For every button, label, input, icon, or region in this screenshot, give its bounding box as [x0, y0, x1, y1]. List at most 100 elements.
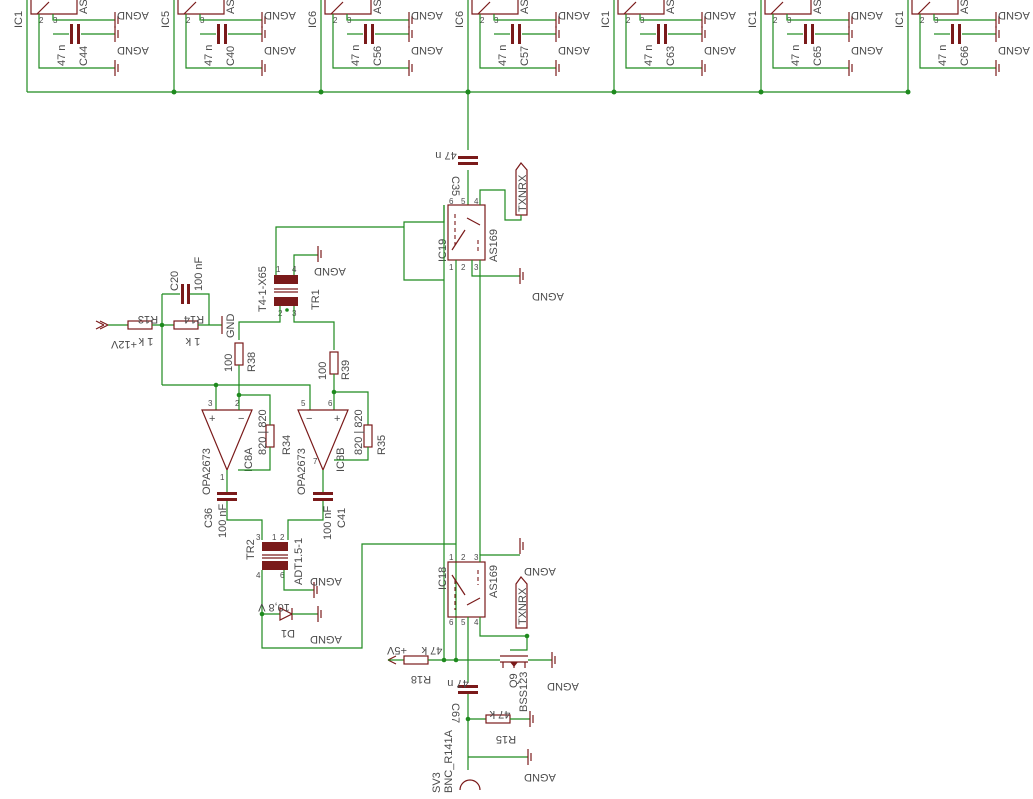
agnd-label: AGND: [264, 9, 296, 21]
agnd-symbol: AGND: [471, 260, 564, 302]
opamp-ic8b: − + 5 6 7 OPA2673 IC8B: [296, 399, 349, 495]
top-switch-contact: [36, 1, 50, 15]
svg-text:6: 6: [328, 399, 333, 408]
top-capacitor-plate: [657, 24, 660, 44]
top-capacitor-value: 47 n: [937, 45, 949, 66]
top-ic-as-label: AS: [519, 0, 531, 14]
top-capacitor-plate: [364, 24, 367, 44]
c35-value: 47 n: [435, 149, 456, 161]
top-capacitor-label: C57: [519, 46, 531, 66]
r34-value: 820 | 820: [257, 409, 269, 455]
top-capacitor-plate: [70, 24, 73, 44]
svg-text:AGND: AGND: [524, 565, 556, 577]
top-switch-body: [471, 0, 519, 15]
top-capacitor-plate: [811, 24, 814, 44]
top-switch-contact: [917, 1, 931, 15]
svg-text:2: 2: [461, 553, 466, 562]
bus-junction: [611, 89, 617, 95]
txnrx-top-label: TXNRX: [517, 174, 529, 212]
svg-text:4: 4: [474, 618, 479, 627]
c20-label: C20: [169, 271, 181, 291]
agnd-label: AGND: [704, 44, 736, 56]
resistor-r15: 47 k R15: [465, 708, 534, 745]
top-capacitor-label: C66: [959, 46, 971, 66]
bus-junction: [171, 89, 177, 95]
svg-text:3: 3: [474, 263, 479, 272]
pin-number: 2: [186, 16, 191, 25]
pin-number: 2: [480, 16, 485, 25]
ic8b-part: OPA2673: [296, 448, 308, 495]
tr2-label: TR2: [245, 539, 257, 560]
tr1-part: T4-1-X65: [257, 266, 269, 312]
agnd-label: AGND: [998, 44, 1030, 56]
top-ic-label: IC6: [454, 11, 466, 28]
c36-value: 100 nF: [217, 503, 229, 538]
switch-ic18: 1 2 3 6 5 4 IC18 AS169 AGND: [437, 538, 556, 639]
top-wire: [786, 14, 849, 21]
plus12v-label: +12V: [110, 338, 137, 350]
agnd-label: AGND: [851, 9, 883, 21]
transformer-tr1: AGND T4-1-X65 TR1 1 4 2 3: [238, 226, 404, 350]
plus5v-label: +5V: [386, 644, 407, 656]
top-capacitor-value: 47 n: [350, 45, 362, 66]
connector-sv3: AGND SV3 BNC_R141A: [431, 729, 556, 793]
resistor-r39: 100 R39: [317, 351, 352, 410]
top-switch-body: [911, 0, 959, 15]
svg-text:3: 3: [474, 553, 479, 562]
top-switch-body: [177, 0, 225, 15]
top-ic-as-label: AS: [372, 0, 384, 14]
q9-part: BSS123: [518, 672, 530, 712]
top-switch-contact: [623, 1, 637, 15]
top-wire: [185, 14, 262, 69]
agnd-label: AGND: [558, 9, 590, 21]
ic8a-part: OPA2673: [201, 448, 213, 495]
r39-value: 100: [317, 362, 329, 380]
r35-value: 820 | 820: [353, 409, 365, 455]
r38-label: R38: [246, 352, 258, 372]
top-wire: [919, 14, 996, 69]
switch-ic19: 6 5 4 1 2 3 IC19 AS169: [437, 197, 500, 272]
top-wire: [199, 14, 262, 21]
svg-text:4: 4: [256, 571, 261, 580]
svg-text:1: 1: [272, 533, 277, 542]
agnd-label: AGND: [411, 44, 443, 56]
top-wire: [52, 14, 115, 21]
top-ic-label: IC1: [747, 11, 759, 28]
d1-label: D1: [281, 627, 295, 639]
top-ic-as-label: AS: [959, 0, 971, 14]
svg-text:3: 3: [256, 533, 261, 542]
pin-number: 2: [39, 16, 44, 25]
svg-text:3: 3: [208, 399, 213, 408]
svg-text:−: −: [306, 413, 312, 425]
c41-value: 100 nF: [322, 505, 334, 540]
transformer-tr2: 3 2 4 6 1 TR2 ADT1.5-1 AGND: [245, 533, 456, 649]
top-ic-as-label: AS: [665, 0, 677, 14]
r34-label: R34: [281, 435, 293, 455]
top-capacitor-value: 47 n: [203, 45, 215, 66]
agnd-label: AGND: [704, 9, 736, 21]
txnrx-flag-top: TXNRX: [479, 162, 529, 221]
svg-text:6: 6: [449, 197, 454, 206]
r38-value: 100: [223, 354, 235, 372]
top-ic-as-label: AS: [78, 0, 90, 14]
top-capacitor-plate: [224, 24, 227, 44]
top-capacitor-plate: [371, 24, 374, 44]
r18-label: R18: [411, 673, 431, 685]
svg-text:AGND: AGND: [547, 680, 579, 692]
opamp-ic8a: + − 3 2 1 OPA2673 IC8A: [201, 395, 255, 495]
resistor-r38: 100 R38: [223, 342, 258, 395]
r15-value: 47 k: [489, 708, 510, 720]
svg-text:AGND: AGND: [314, 265, 346, 277]
top-capacitor-label: C63: [665, 46, 677, 66]
trunk: [465, 89, 471, 205]
svg-text:5: 5: [301, 399, 306, 408]
pin-number: 2: [626, 16, 631, 25]
top-capacitor-label: C40: [225, 46, 237, 66]
c67-label: C67: [449, 703, 461, 723]
svg-text:+: +: [334, 413, 340, 425]
d1-value: 10,8 V: [257, 601, 289, 613]
svg-text:AGND: AGND: [310, 575, 342, 587]
tr2-part: ADT1.5-1: [293, 538, 305, 585]
top-capacitor-plate: [217, 24, 220, 44]
